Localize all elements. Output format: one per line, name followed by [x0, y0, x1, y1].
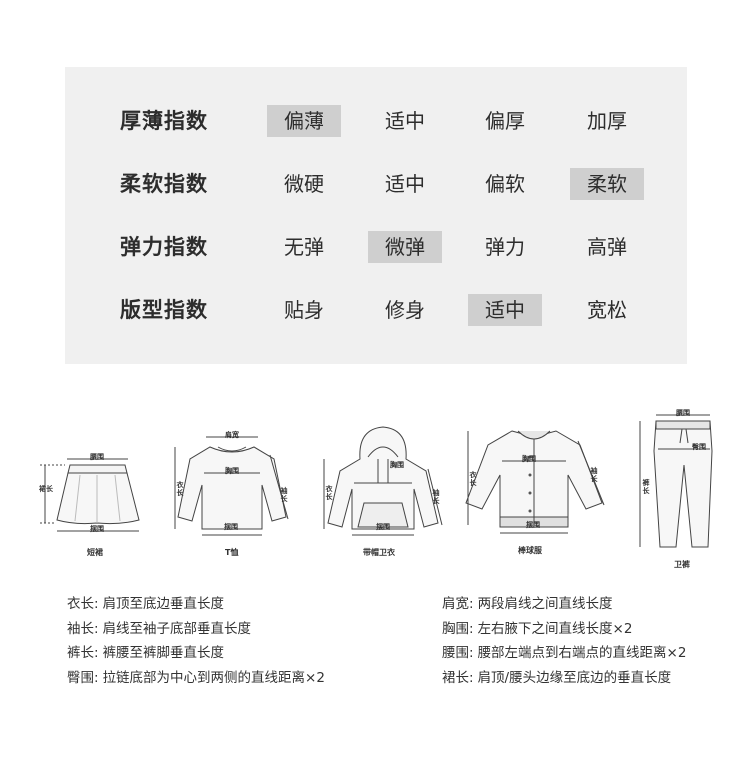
definition-term: 袖长:: [67, 620, 99, 637]
pants-drawing: [639, 414, 713, 548]
jacket-sketch: 胸围 摆围 衣长 袖长 棒球服: [460, 421, 610, 555]
jacket-chest-label: 胸围: [522, 455, 536, 463]
index-option: 适中: [385, 172, 425, 196]
pants-caption: 卫裤: [674, 560, 690, 569]
definition-text: 两段肩线之间直线长度: [477, 596, 613, 612]
skirt-length-label: 裙长: [39, 485, 53, 493]
definition-item: 袖长:肩线至袖子底部垂直长度: [67, 617, 325, 642]
definition-text: 肩顶至底边垂直长度: [102, 596, 225, 612]
tshirt-drawing: [174, 436, 289, 536]
index-row-softness: 柔软指数 微硬 适中 偏软 柔软: [65, 164, 687, 204]
index-option: 加厚: [587, 109, 627, 133]
definition-text: 裤腰至裤脚垂直长度: [102, 645, 225, 661]
definition-text: 左右腋下之间直线长度×2: [477, 620, 633, 637]
skirt-caption: 短裙: [87, 548, 103, 557]
jacket-sleeve-label: 袖长: [590, 467, 598, 483]
tshirt-sketch: 肩宽 胸围 摆围 衣长 袖长 T恤: [170, 425, 295, 557]
definition-term: 裤长:: [67, 645, 99, 661]
definition-term: 裙长:: [442, 669, 474, 686]
definition-item: 衣长:肩顶至底边垂直长度: [67, 592, 325, 617]
definition-text: 肩顶/腰头边缘至底边的垂直长度: [477, 669, 672, 686]
index-row-label: 厚薄指数: [120, 109, 208, 133]
index-option-selected: 适中: [468, 294, 542, 326]
tshirt-sleeve-label: 袖长: [280, 487, 288, 503]
index-option-selected: 柔软: [570, 168, 644, 200]
definition-term: 腰围:: [442, 645, 474, 661]
definition-item: 肩宽:两段肩线之间直线长度: [442, 592, 686, 617]
index-row-thickness: 厚薄指数 偏薄 适中 偏厚 加厚: [65, 101, 687, 141]
index-row-elasticity: 弹力指数 无弹 微弹 弹力 高弹: [65, 227, 687, 267]
garment-sketches: 腰围 裙长 摆围 短裙 肩宽 胸围 摆围 衣长 袖长 T恤: [0, 395, 750, 575]
index-option: 贴身: [284, 298, 324, 322]
hoodie-hem-label: 摆围: [376, 523, 390, 531]
jacket-caption: 棒球服: [518, 546, 542, 555]
index-option-selected: 偏薄: [267, 105, 341, 137]
hoodie-length-label: 衣长: [325, 485, 333, 501]
pants-length-label: 裤长: [642, 479, 650, 495]
jacket-drawing: [465, 430, 605, 534]
index-row-label: 弹力指数: [120, 235, 208, 259]
definitions-right: 肩宽:两段肩线之间直线长度 胸围:左右腋下之间直线长度×2 腰围:腰部左端点到右…: [442, 592, 686, 690]
hoodie-caption: 带帽卫衣: [363, 548, 395, 557]
definition-term: 胸围:: [442, 620, 474, 637]
tshirt-chest-label: 胸围: [225, 467, 239, 475]
definition-term: 臀围:: [67, 669, 99, 686]
tshirt-shoulder-label: 肩宽: [225, 431, 239, 439]
index-option: 宽松: [587, 298, 627, 322]
definition-text: 拉链底部为中心到两侧的直线距离×2: [102, 669, 325, 686]
index-row-label: 版型指数: [120, 298, 208, 322]
pants-sketch: 腰围 臀围 裤长 卫裤: [628, 409, 728, 569]
skirt-sketch: 腰围 裙长 摆围 短裙: [35, 445, 160, 557]
definition-item: 腰围:腰部左端点到右端点的直线距离×2: [442, 641, 686, 666]
index-option: 微硬: [284, 172, 324, 196]
index-option: 偏厚: [485, 109, 525, 133]
definition-item: 裙长:肩顶/腰头边缘至底边的垂直长度: [442, 666, 686, 691]
skirt-waist-label: 腰围: [90, 453, 104, 461]
definitions-left: 衣长:肩顶至底边垂直长度 袖长:肩线至袖子底部垂直长度 裤长:裤腰至裤脚垂直长度…: [67, 592, 325, 690]
index-option: 适中: [385, 109, 425, 133]
index-option: 修身: [385, 298, 425, 322]
fabric-index-panel: 厚薄指数 偏薄 适中 偏厚 加厚 柔软指数 微硬 适中 偏软 柔软 弹力指数 无…: [65, 67, 687, 364]
skirt-hem-label: 摆围: [90, 525, 104, 533]
definition-text: 腰部左端点到右端点的直线距离×2: [477, 645, 687, 661]
hoodie-sketch: 胸围 摆围 衣长 袖长 带帽卫衣: [318, 423, 448, 557]
hoodie-sleeve-label: 袖长: [432, 489, 440, 505]
index-option: 偏软: [485, 172, 525, 196]
hoodie-drawing: [323, 426, 443, 536]
definition-term: 衣长:: [67, 596, 99, 612]
jacket-hem-label: 摆围: [526, 521, 540, 529]
index-option-selected: 微弹: [368, 231, 442, 263]
pants-waist-label: 腰围: [676, 409, 690, 417]
definition-item: 胸围:左右腋下之间直线长度×2: [442, 617, 686, 642]
index-option: 弹力: [485, 235, 525, 259]
definition-term: 肩宽:: [442, 596, 474, 612]
index-option: 无弹: [284, 235, 324, 259]
tshirt-caption: T恤: [225, 548, 239, 557]
index-option: 高弹: [587, 235, 627, 259]
index-row-label: 柔软指数: [120, 172, 208, 196]
pants-hip-label: 臀围: [692, 443, 706, 451]
skirt-drawing: [40, 458, 140, 532]
definition-text: 肩线至袖子底部垂直长度: [102, 620, 252, 637]
index-row-fit: 版型指数 贴身 修身 适中 宽松: [65, 290, 687, 330]
tshirt-hem-label: 摆围: [224, 523, 238, 531]
definition-item: 臀围:拉链底部为中心到两侧的直线距离×2: [67, 666, 325, 691]
jacket-length-label: 衣长: [469, 471, 477, 487]
tshirt-length-label: 衣长: [176, 481, 184, 497]
hoodie-chest-label: 胸围: [390, 461, 404, 469]
definition-item: 裤长:裤腰至裤脚垂直长度: [67, 641, 325, 666]
